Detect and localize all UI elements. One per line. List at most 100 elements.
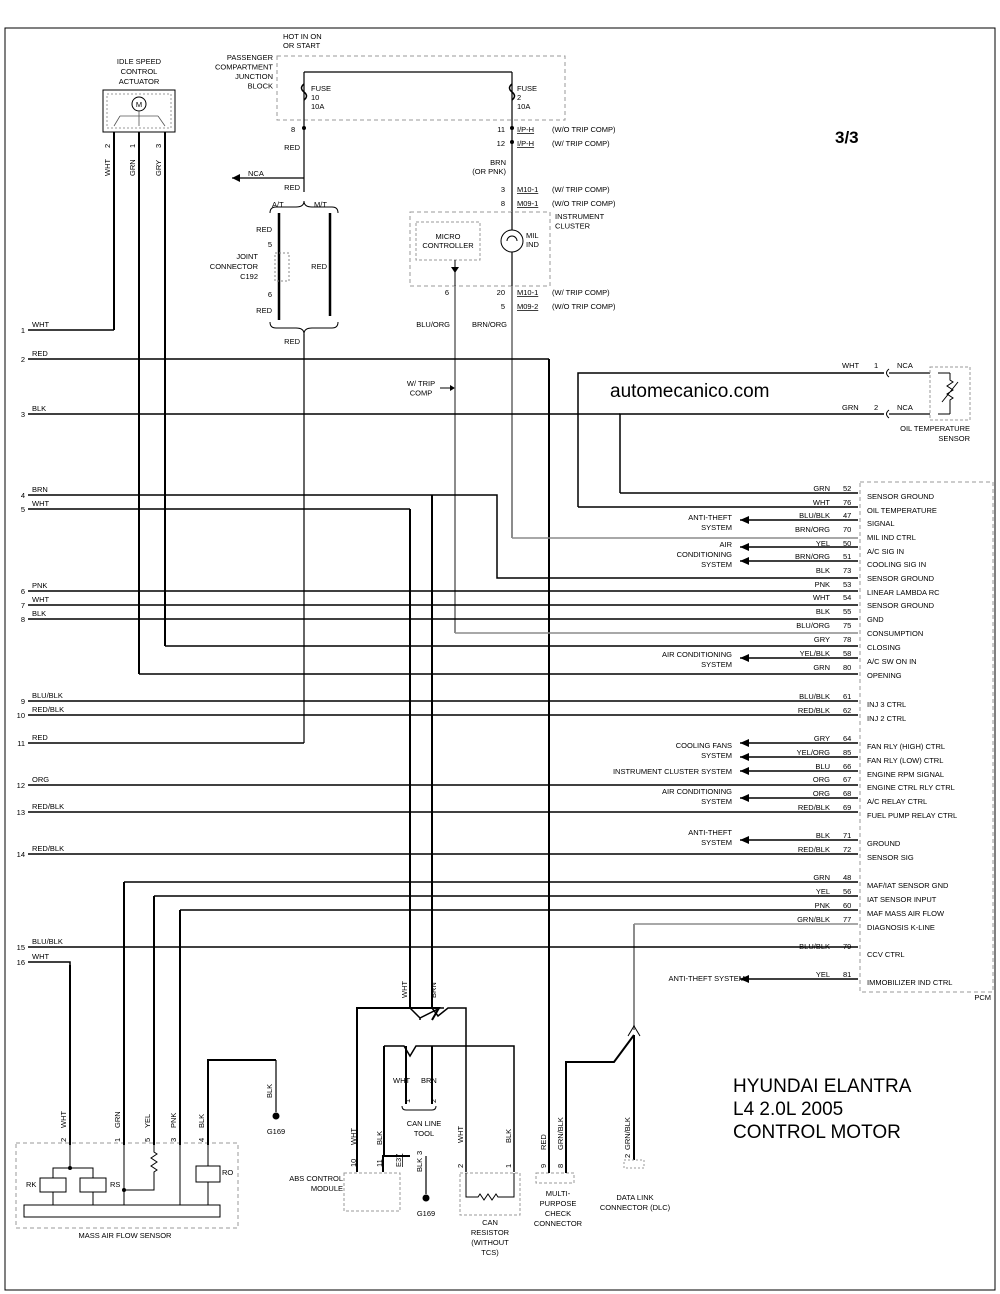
arrow-left-icon [740, 654, 749, 662]
ro-label: RO [222, 1168, 233, 1177]
left-wire-number: 16 [17, 958, 25, 967]
pcm-pin-number: 70 [843, 525, 851, 534]
pcm-wire-color: WHT [813, 498, 830, 507]
pcm-wire-color: RED/BLK [798, 803, 830, 812]
pin-12: 12 [497, 139, 505, 148]
pcm-pin-number: 64 [843, 734, 851, 743]
pin-6: 6 [445, 288, 449, 297]
iac-wire-grn: GRN [128, 159, 137, 176]
left-wire-color: BLU/BLK [32, 691, 63, 700]
pcm-pin-number: 50 [843, 539, 851, 548]
pcm-signal-name: SENSOR GROUND [867, 574, 935, 583]
iac-pin-1: 1 [128, 144, 137, 148]
g169b-pin: 3 [415, 1151, 424, 1155]
pcm-signal-name: FAN RLY (LOW) CTRL [867, 756, 943, 765]
mil-lamp-icon [500, 229, 524, 253]
pin-3: 3 [501, 185, 505, 194]
red-wire-label: RED [284, 143, 300, 152]
junction-block [276, 55, 566, 121]
pcm-wire-color: ORG [813, 775, 830, 784]
left-wire-color: WHT [32, 499, 49, 508]
abs-e37: E37 [394, 1154, 403, 1167]
arrow-left-icon [740, 753, 749, 761]
dlc-grn-blk: GRN/BLK [623, 1117, 632, 1150]
mpcc-grn-blk: GRN/BLK [556, 1117, 565, 1150]
iac-wire-gry: GRY [154, 160, 163, 176]
rs-label: RS [110, 1180, 120, 1189]
mt-label: M/T [314, 200, 327, 209]
pcm-pin-number: 61 [843, 692, 851, 701]
wire [28, 961, 71, 966]
watermark: automecanico.com [610, 381, 769, 402]
blu-org-label: BLU/ORG [416, 320, 450, 329]
pin-20: 20 [497, 288, 505, 297]
pcm-pin-number: 80 [843, 663, 851, 672]
at-label: A/T [272, 200, 284, 209]
left-wire-color: WHT [32, 952, 49, 961]
arrow-left-icon [740, 557, 749, 565]
nca-arrow-icon [232, 174, 240, 182]
left-wire-number: 15 [17, 943, 25, 952]
pcm-signal-name: INJ 3 CTRL [867, 700, 906, 709]
pcm-signal-name: SENSOR GROUND [867, 492, 935, 501]
pcm-wire-color: PNK [815, 580, 830, 589]
iac-wire-wht: WHT [103, 159, 112, 176]
pcm-signal-name: MIL IND CTRL [867, 533, 916, 542]
nca-label: NCA [248, 169, 264, 178]
arrow-left-icon [740, 543, 749, 551]
g169b-label: G169 [417, 1209, 435, 1218]
mpcc-pin8: 8 [556, 1164, 565, 1168]
arrow-left-icon [740, 767, 749, 775]
left-wire-color: RED [32, 733, 48, 742]
pcm-signal-name: MAF MASS AIR FLOW [867, 909, 945, 918]
red-wire-label-5: RED [256, 306, 272, 315]
splice-icon [627, 1025, 641, 1037]
pcm-wire-color: BLK [816, 566, 830, 575]
maf-pin-number: 4 [197, 1138, 206, 1142]
m09-1-a: M09-1 [517, 199, 538, 208]
pcm-signal-name: A/C SIG IN [867, 547, 904, 556]
pcm-wire-color: YEL/ORG [797, 748, 831, 757]
left-wire-color: PNK [32, 581, 47, 590]
left-wire-number: 13 [17, 808, 25, 817]
pcm-wire-color: RED/BLK [798, 845, 830, 854]
instrument-cluster-system: INSTRUMENT CLUSTER SYSTEM [613, 767, 732, 776]
jc-pin-5: 5 [268, 240, 272, 249]
pcm-wire-color: YEL [816, 539, 830, 548]
maf-wire-color: BLK [197, 1114, 206, 1128]
pcm-signal-name: ENGINE RPM SIGNAL [867, 770, 944, 779]
left-wire-number: 12 [17, 781, 25, 790]
pcm-wire-color: GRN [813, 484, 830, 493]
jc-pin-6: 6 [268, 290, 272, 299]
pcm-pin-number: 55 [843, 607, 851, 616]
oil-wire-grn: GRN [842, 403, 859, 412]
title-line2: L4 2.0L 2005 [733, 1099, 843, 1120]
pcm-wire-color: GRY [814, 635, 830, 644]
anti-theft-system-3: ANTI-THEFT SYSTEM [668, 974, 745, 983]
red-wire-label-6: RED [284, 337, 300, 346]
pcm-wire-color: WHT [813, 593, 830, 602]
left-wire-color: BLK [32, 609, 46, 618]
pcm-signal-name: DIAGNOSIS K-LINE [867, 923, 935, 932]
maf-wire-color: PNK [169, 1113, 178, 1128]
red-wire-label-3: RED [256, 225, 272, 234]
pcm-signal-name: A/C RELAY CTRL [867, 797, 927, 806]
pcm-pin-number: 53 [843, 580, 851, 589]
g169a-label: G169 [267, 1127, 285, 1136]
oil-nca-1: NCA [897, 361, 913, 370]
maf-pin-number: 2 [59, 1138, 68, 1142]
pcm-pin-number: 68 [843, 789, 851, 798]
w-trip-2: (W/ TRIP COMP) [552, 185, 610, 194]
brn-or-pnk: BRN(OR PNK) [472, 158, 506, 176]
pcm-signal-name: IMMOBILIZER IND CTRL [867, 978, 952, 987]
arrow-left-icon [740, 975, 749, 983]
left-wire-color: WHT [32, 595, 49, 604]
pcm-label: PCM [974, 993, 991, 1002]
mpcc-red: RED [539, 1134, 548, 1150]
